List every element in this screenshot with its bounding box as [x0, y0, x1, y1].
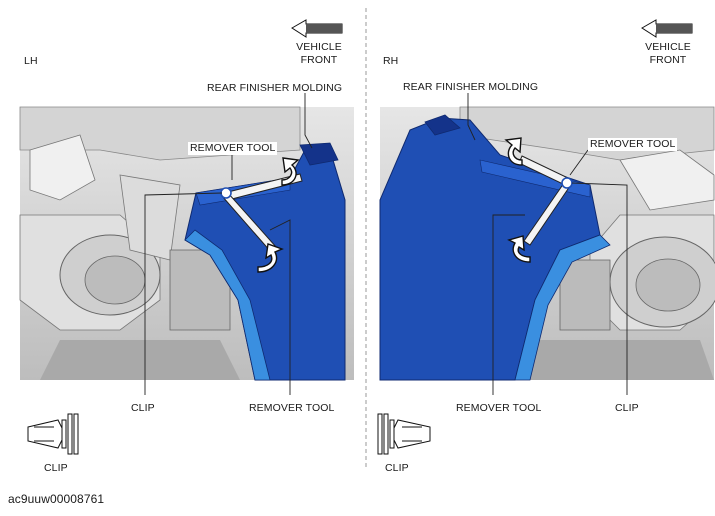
rh-rotate-arrow-upper — [504, 137, 523, 166]
rh-side-label: RH — [383, 55, 399, 67]
rh-remover-tool-top-label: REMOVER TOOL — [588, 138, 678, 151]
rh-leader-molding — [467, 93, 476, 141]
lh-clip-icon-label: CLIP — [44, 462, 68, 474]
lh-rear-finisher-molding-label: REAR FINISHER MOLDING — [207, 82, 343, 94]
lh-clip-fastener-icon — [27, 413, 79, 455]
lh-clip-label: CLIP — [131, 402, 155, 414]
lh-vehicle-front-line2: FRONT — [300, 54, 338, 66]
lh-leader-clip — [144, 192, 223, 395]
rh-vehicle-front-line1: VEHICLE — [645, 41, 691, 53]
lh-vehicle-front-line1: VEHICLE — [296, 41, 342, 53]
lh-illustration — [19, 93, 354, 395]
lh-clip-marker — [220, 187, 232, 199]
rh-clip-icon-label: CLIP — [385, 462, 409, 474]
rh-leader-remover-top — [569, 149, 589, 176]
rh-vehicle-front-arrow-icon — [641, 19, 693, 38]
lh-vehicle-front-arrow-icon — [291, 19, 343, 38]
rh-vehicle-front-line2: FRONT — [649, 54, 687, 66]
lh-remover-tool-bottom-label: REMOVER TOOL — [249, 402, 335, 414]
rh-illustration — [379, 93, 715, 395]
rh-rear-finisher-molding-label: REAR FINISHER MOLDING — [403, 81, 539, 93]
rh-vehicle-front-label: VEHICLE FRONT — [637, 41, 699, 67]
rh-remover-tool-bottom-label: REMOVER TOOL — [456, 402, 542, 414]
lh-vehicle-front-label: VEHICLE FRONT — [288, 41, 350, 67]
lh-remover-tool-top-label: REMOVER TOOL — [188, 142, 278, 155]
lh-leader-molding — [304, 93, 313, 149]
lh-leader-remover-bottom — [269, 219, 291, 395]
rh-clip-label: CLIP — [615, 402, 639, 414]
rh-leader-remover-bottom — [492, 214, 525, 395]
rh-clip-marker — [561, 177, 573, 189]
rh-rotate-arrow-lower — [507, 235, 531, 263]
rh-leader-clip — [571, 182, 628, 395]
lh-rotate-arrow-upper — [281, 157, 300, 186]
lh-side-label: LH — [24, 55, 38, 67]
lh-rotate-arrow-lower — [257, 243, 284, 273]
rh-clip-fastener-icon — [377, 413, 431, 455]
figure-code: ac9uuw00008761 — [8, 492, 105, 506]
